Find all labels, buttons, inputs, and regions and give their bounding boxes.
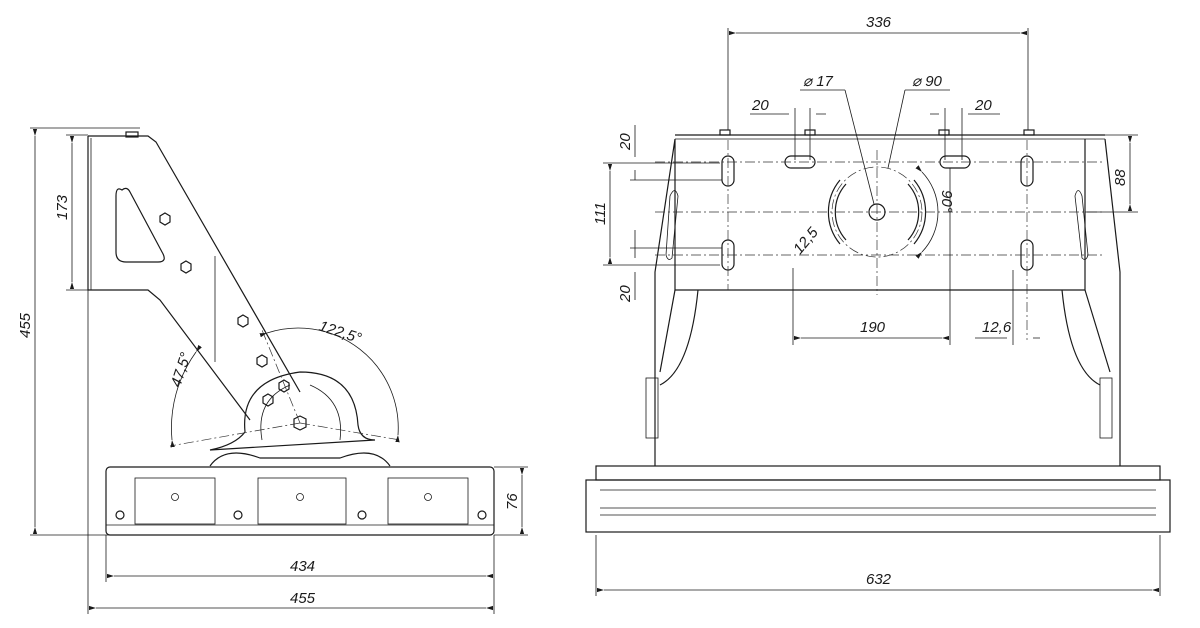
dim-top-offset: 88 xyxy=(1112,169,1129,186)
hub xyxy=(209,371,376,451)
dim-slot-bottom: 20 xyxy=(617,285,634,303)
bracket-cutout xyxy=(115,187,165,263)
dim-slot-left: 20 xyxy=(751,97,769,114)
dim-slot-spacing: 190 xyxy=(860,319,886,336)
bracket-outline xyxy=(87,135,301,421)
mounting-slots xyxy=(721,155,1034,271)
light-fixture-front xyxy=(585,465,1171,533)
dim-mount-span: 336 xyxy=(866,14,892,31)
dim-bracket-height: 173 xyxy=(54,194,71,220)
dim-slot-width: 12,5 xyxy=(790,224,822,258)
dim-height-total: 455 xyxy=(17,312,34,338)
side-view: 455 173 122,5° 47,5° 76 434 455 xyxy=(17,127,528,614)
light-fixture-side xyxy=(105,452,495,536)
front-view: 336 ⌀ 17 ⌀ 90 20 20 20 111 20 88 90° 12,… xyxy=(585,14,1171,596)
dim-bolt-circle: ⌀ 90 xyxy=(912,73,943,90)
dim-fixture-length: 434 xyxy=(290,558,315,575)
bracket-body xyxy=(654,138,1121,466)
dim-overall-width: 632 xyxy=(866,571,892,588)
dim-side-slot: 12,6 xyxy=(982,319,1012,336)
dim-angle-max: 122,5° xyxy=(317,318,364,348)
dim-slot-angle: 90° xyxy=(938,190,955,213)
dim-angle-min: 47,5° xyxy=(168,351,195,390)
dim-fixture-height: 76 xyxy=(504,493,521,510)
dim-vertical-spacing: 111 xyxy=(592,202,609,225)
dim-slot-top: 20 xyxy=(617,133,634,151)
dim-slot-right: 20 xyxy=(974,97,992,114)
dim-overall-length: 455 xyxy=(290,590,316,607)
dim-center-hole: ⌀ 17 xyxy=(803,73,834,90)
